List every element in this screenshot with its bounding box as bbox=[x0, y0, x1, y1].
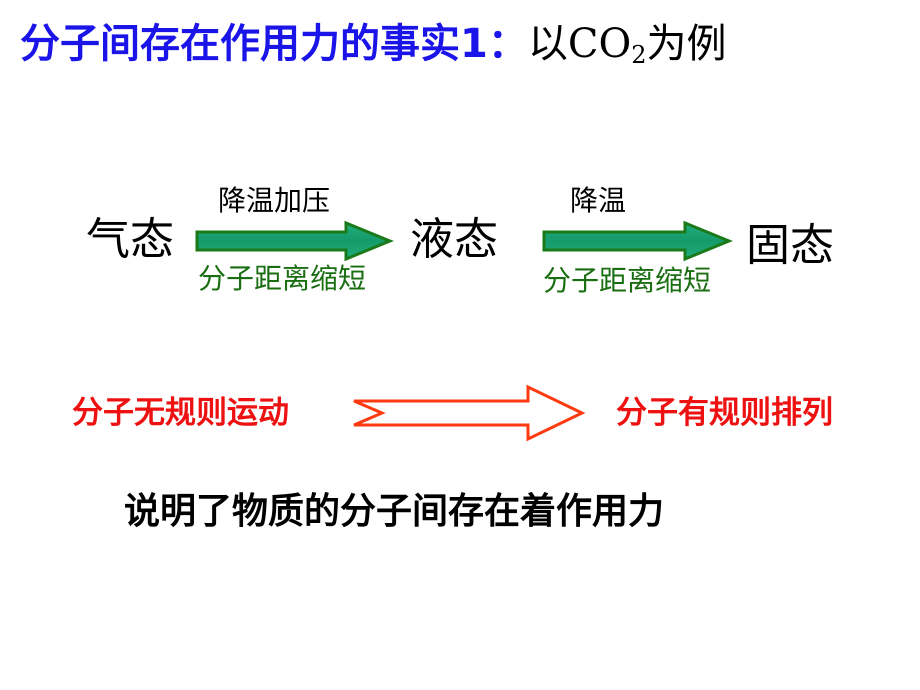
title-example-suffix: 为例 bbox=[646, 21, 727, 67]
green-arrow-1 bbox=[195, 220, 394, 262]
red-outline-arrow bbox=[353, 384, 586, 442]
state-gas: 气态 bbox=[86, 214, 174, 265]
transition1-condition: 降温加压 bbox=[218, 184, 331, 217]
transition2-note: 分子距离缩短 bbox=[543, 264, 712, 297]
state-solid: 固态 bbox=[746, 220, 834, 271]
green-arrow-2 bbox=[542, 220, 733, 262]
conclusion-text: 说明了物质的分子间存在着作用力 bbox=[124, 491, 665, 532]
motion-random: 分子无规则运动 bbox=[72, 395, 289, 431]
transition2-condition: 降温 bbox=[570, 184, 627, 217]
title-main: 分子间存在作用力的事实1： bbox=[20, 21, 528, 67]
title-example-prefix: 以CO bbox=[527, 21, 632, 67]
slide-title: 分子间存在作用力的事实1：以CO2为例 bbox=[20, 16, 727, 72]
state-liquid: 液态 bbox=[410, 214, 498, 265]
motion-ordered: 分子有规则排列 bbox=[616, 395, 833, 431]
transition1-note: 分子距离缩短 bbox=[198, 262, 367, 295]
title-subscript: 2 bbox=[631, 41, 647, 69]
